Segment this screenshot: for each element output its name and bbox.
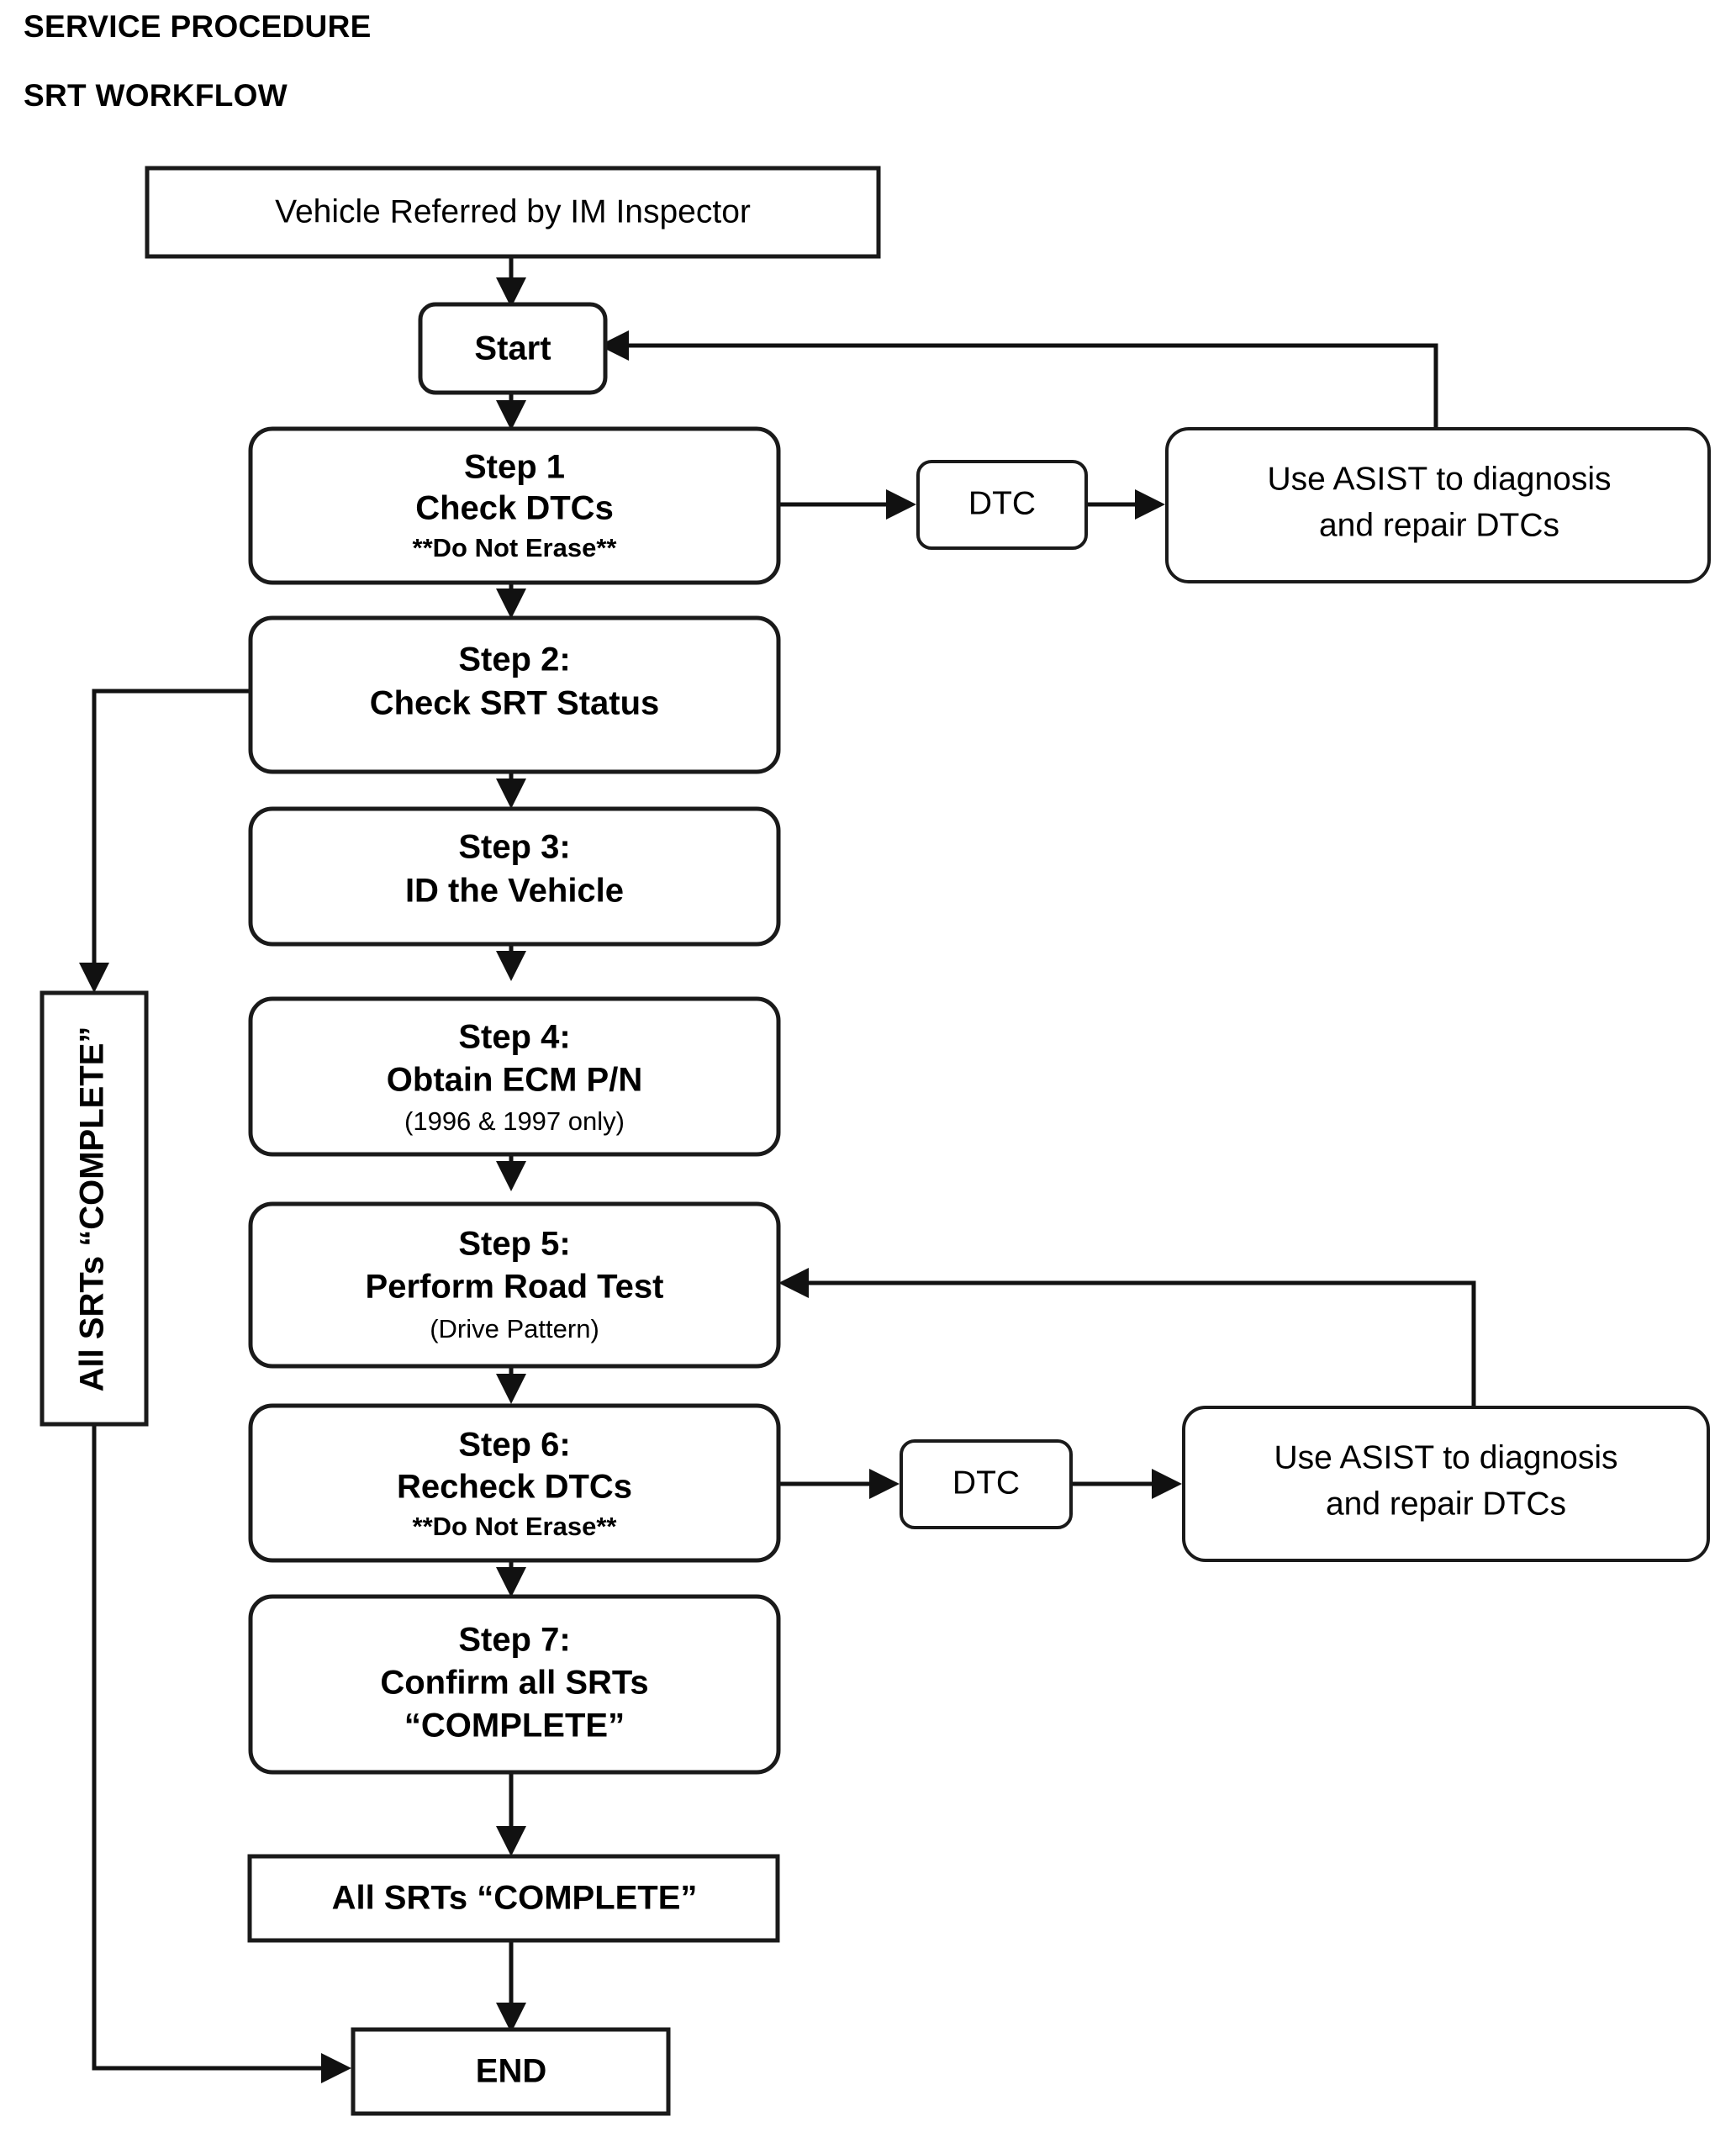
node-step-4-line2: Obtain ECM P/N (387, 1062, 642, 1099)
node-step-3[interactable]: Step 3: ID the Vehicle (248, 806, 781, 947)
edge-step2-to-all-srts-vertical (79, 689, 251, 993)
node-step-5-line3: (Drive Pattern) (430, 1314, 599, 1343)
page-title-service-procedure: SERVICE PROCEDURE (24, 9, 372, 44)
node-step-6-line2: Recheck DTCs (397, 1469, 632, 1506)
node-step-4-line3: (1996 & 1997 only) (404, 1106, 625, 1136)
node-end-label: END (476, 2053, 546, 2090)
node-vehicle-referred[interactable]: Vehicle Referred by IM Inspector (145, 166, 881, 259)
node-step-7-line2: Confirm all SRTs (380, 1665, 648, 1702)
node-step-2-title: Step 2: (458, 641, 570, 678)
edge-dtc2-to-asist2 (1071, 1469, 1182, 1499)
node-all-srts-complete-label: All SRTs “COMPLETE” (332, 1880, 698, 1917)
node-step-5-title: Step 5: (458, 1226, 570, 1263)
node-asist-1-line2: and repair DTCs (1319, 507, 1559, 543)
node-step-6-line3: **Do Not Erase** (413, 1512, 618, 1541)
node-start-label: Start (474, 330, 551, 367)
edge-step4-to-step5 (496, 1154, 526, 1191)
node-asist-2-line1: Use ASIST to diagnosis (1274, 1439, 1617, 1475)
node-step-1-title: Step 1 (464, 449, 565, 486)
node-step-2-line2: Check SRT Status (370, 685, 660, 722)
edge-asist2-to-step5-feedback (778, 1268, 1476, 1408)
node-step-4-title: Step 4: (458, 1019, 570, 1056)
node-dtc-1[interactable]: DTC (916, 460, 1088, 550)
node-dtc-1-label: DTC (968, 485, 1036, 521)
edge-step1-to-step2 (496, 582, 526, 619)
node-step-3-title: Step 3: (458, 829, 570, 866)
node-step-4[interactable]: Step 4: Obtain ECM P/N (1996 & 1997 only… (248, 996, 781, 1157)
node-step-2[interactable]: Step 2: Check SRT Status (248, 615, 781, 774)
node-step-7-line3: “COMPLETE” (404, 1708, 625, 1744)
node-asist-2-line2: and repair DTCs (1326, 1486, 1566, 1522)
edge-dtc1-to-asist1 (1086, 489, 1165, 520)
node-dtc-2-label: DTC (952, 1465, 1020, 1501)
edge-step5-to-step6 (496, 1366, 526, 1404)
edge-all-srts-to-end (496, 1940, 526, 2033)
node-step-1-line2: Check DTCs (415, 490, 614, 527)
node-step-6-title: Step 6: (458, 1427, 570, 1464)
node-step-7-title: Step 7: (458, 1622, 570, 1659)
edge-step6-to-step7 (496, 1560, 526, 1597)
page-title-srt-workflow: SRT WORKFLOW (24, 78, 288, 113)
node-asist-1-line1: Use ASIST to diagnosis (1267, 461, 1611, 497)
node-step-5-line2: Perform Road Test (366, 1269, 664, 1306)
node-step-7[interactable]: Step 7: Confirm all SRTs “COMPLETE” (248, 1594, 781, 1775)
node-all-srts-complete[interactable]: All SRTs “COMPLETE” (247, 1854, 780, 1943)
edge-step7-to-all-srts (496, 1772, 526, 1856)
node-vehicle-referred-label: Vehicle Referred by IM Inspector (275, 193, 751, 230)
node-start[interactable]: Start (418, 302, 608, 395)
node-step-3-line2: ID the Vehicle (405, 873, 624, 910)
node-asist-1[interactable]: Use ASIST to diagnosis and repair DTCs (1165, 427, 1711, 583)
node-all-srts-complete-vertical-label: All SRTs “COMPLETE” (74, 1027, 111, 1392)
node-dtc-2[interactable]: DTC (900, 1439, 1073, 1529)
edge-step3-to-step4 (496, 944, 526, 981)
edge-referral-to-start (496, 256, 526, 308)
node-step-5[interactable]: Step 5: Perform Road Test (Drive Pattern… (248, 1201, 781, 1369)
node-step-1[interactable]: Step 1 Check DTCs **Do Not Erase** (248, 426, 781, 585)
node-all-srts-complete-vertical[interactable]: All SRTs “COMPLETE” (40, 990, 149, 1427)
edge-step6-to-dtc2 (778, 1469, 900, 1499)
edge-step2-to-step3 (496, 772, 526, 809)
edge-asist1-to-start-feedback (599, 330, 1438, 429)
edge-step1-to-dtc1 (778, 489, 916, 520)
edge-start-to-step1 (496, 392, 526, 430)
edge-all-srts-vertical-to-end (92, 1424, 351, 2083)
node-step-1-line3: **Do Not Erase** (413, 533, 618, 562)
node-end[interactable]: END (351, 2027, 671, 2116)
node-step-6[interactable]: Step 6: Recheck DTCs **Do Not Erase** (248, 1403, 781, 1563)
node-asist-2[interactable]: Use ASIST to diagnosis and repair DTCs (1182, 1406, 1710, 1562)
